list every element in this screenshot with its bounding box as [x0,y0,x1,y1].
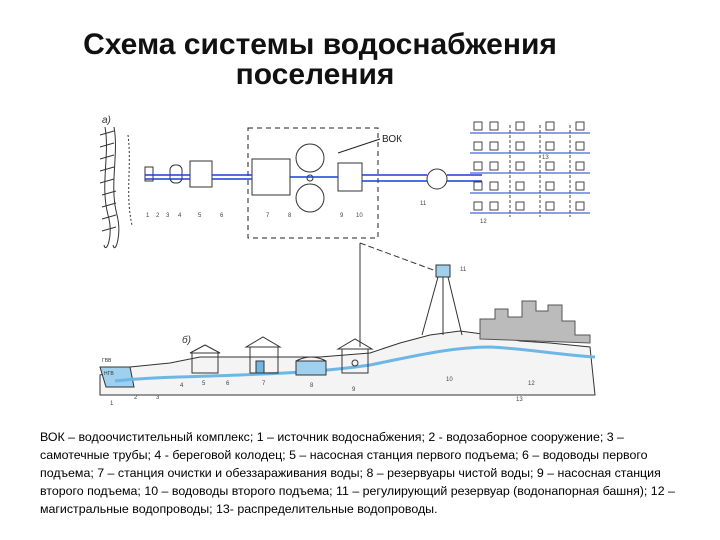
water-intake [144,166,154,182]
legend-caption: ВОК – водоочистительный комплекс; 1 – ис… [40,430,675,516]
treatment-station [251,158,291,196]
treatment-station-profile [244,336,282,374]
slide-title-line-1: Схема системы водоснабжения [83,28,557,61]
settlement-grid [470,121,590,217]
svg-text:5: 5 [202,381,206,387]
water-main-profile [114,345,596,383]
svg-text:10: 10 [356,213,363,219]
clean-water-tank-profile [295,356,327,376]
shore-well [169,164,183,184]
svg-text:12: 12 [480,219,487,225]
svg-text:9: 9 [340,213,344,219]
clean-water-tank-top [295,143,325,173]
svg-text:4: 4 [178,213,182,219]
svg-text:6: 6 [220,213,224,219]
svg-text:12: 12 [528,381,535,387]
pump-station-2 [337,162,363,192]
svg-text:5: 5 [198,213,202,219]
water-supply-scheme: а) ВОК [99,115,596,407]
svg-text:2: 2 [156,213,160,219]
plan-numbers: 1 2 3 4 5 6 7 8 9 10 11 12 13 [146,155,549,225]
clean-water-tank-bottom [295,183,325,213]
svg-text:7: 7 [266,213,270,219]
vok-label: ВОК [382,134,402,145]
svg-text:13: 13 [542,155,549,161]
svg-text:7: 7 [262,381,266,387]
plan-view: а) ВОК [99,115,590,248]
slide-title-line-2: поселения [235,58,395,91]
svg-text:10: 10 [446,377,453,383]
pressure-line [359,242,437,272]
high-water-label: ГВВ [102,358,112,364]
vok-frame [247,127,379,239]
water-tower-profile [421,264,463,336]
svg-text:8: 8 [310,383,314,389]
svg-text:3: 3 [166,213,170,219]
pump-station-1 [189,160,213,188]
svg-text:11: 11 [460,267,467,273]
profile-view: б) ГВВ НГВ [99,242,596,407]
svg-text:9: 9 [352,387,356,393]
svg-text:11: 11 [420,201,427,207]
plan-letter: а) [102,115,111,126]
river-bank [99,126,133,248]
river-profile [99,366,135,388]
water-tower-plan [426,168,448,190]
svg-text:13: 13 [516,397,523,403]
svg-text:4: 4 [180,383,184,389]
profile-numbers: 1 2 3 4 5 6 7 8 9 10 11 12 13 [110,267,535,407]
svg-text:6: 6 [226,381,230,387]
pump-station-2-profile [336,338,374,374]
svg-text:1: 1 [110,401,114,407]
svg-text:2: 2 [134,395,138,401]
profile-letter: б) [182,334,191,346]
main-pipeline [145,174,482,182]
svg-text:8: 8 [288,213,292,219]
svg-text:1: 1 [146,213,150,219]
svg-text:3: 3 [156,395,160,401]
town-buildings [479,300,591,344]
pump-station-1-profile [189,344,221,374]
low-water-label: НГВ [104,371,114,377]
